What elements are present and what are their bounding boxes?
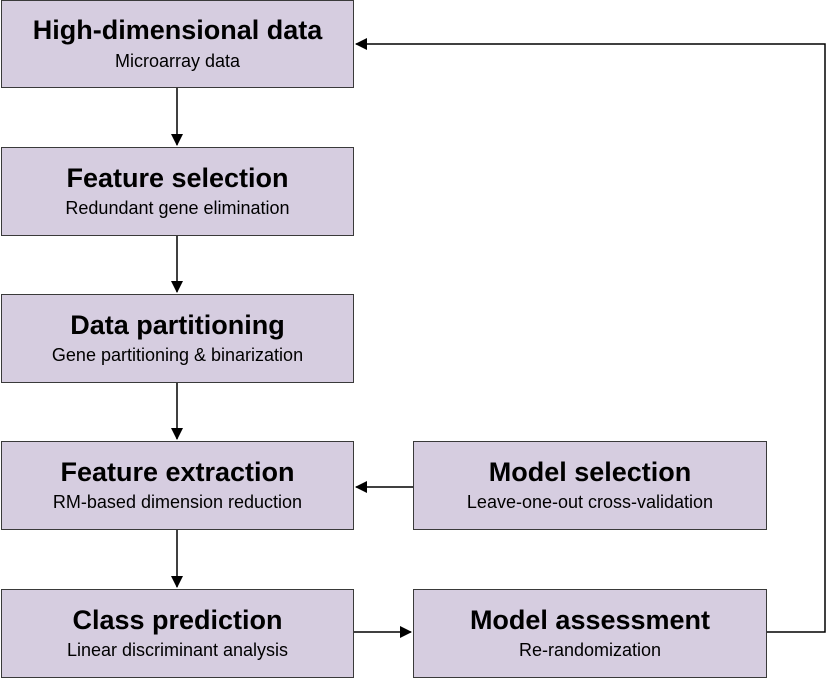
box-subtitle: Microarray data (114, 50, 241, 71)
box-subtitle: Linear discriminant analysis (66, 640, 289, 661)
box-subtitle: Gene partitioning & binarization (51, 345, 304, 366)
box-title: Feature extraction (60, 456, 295, 487)
box-title: Model selection (488, 456, 692, 487)
box-subtitle: Leave-one-out cross-validation (466, 492, 714, 513)
box-title: Model assessment (469, 604, 711, 635)
box-feature-extraction: Feature extraction RM-based dimension re… (1, 441, 354, 530)
box-subtitle: RM-based dimension reduction (52, 492, 303, 513)
box-title: High-dimensional data (32, 15, 323, 46)
box-model-selection: Model selection Leave-one-out cross-vali… (413, 441, 767, 530)
box-subtitle: Re-randomization (518, 640, 662, 661)
box-high-dimensional-data: High-dimensional data Microarray data (1, 0, 354, 88)
arrow-feedback-loop (355, 38, 826, 633)
box-data-partitioning: Data partitioning Gene partitioning & bi… (1, 294, 354, 383)
box-subtitle: Redundant gene elimination (65, 198, 290, 219)
box-model-assessment: Model assessment Re-randomization (413, 589, 767, 678)
box-feature-selection: Feature selection Redundant gene elimina… (1, 147, 354, 236)
box-title: Class prediction (72, 604, 283, 635)
box-title: Data partitioning (70, 309, 285, 340)
box-title: Feature selection (66, 162, 289, 193)
box-class-prediction: Class prediction Linear discriminant ana… (1, 589, 354, 678)
